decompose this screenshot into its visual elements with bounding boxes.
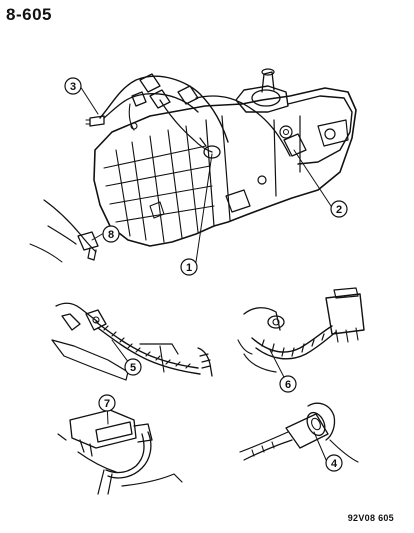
- detail-6-illustration: [237, 287, 365, 373]
- callout-1: 1: [180, 258, 198, 276]
- callout-4-label: 4: [331, 458, 338, 470]
- detail-4-illustration: [239, 402, 359, 463]
- callout-7-label: 7: [104, 398, 110, 410]
- callout-3-label: 3: [70, 81, 76, 93]
- transmission-illustration: [85, 68, 357, 247]
- callout-6-label: 6: [285, 379, 291, 391]
- page-number: 8-605: [6, 5, 52, 24]
- sensor-8-illustration: [29, 199, 99, 263]
- callout-2: 2: [330, 200, 348, 218]
- callout-3: 3: [64, 77, 82, 95]
- callout-6: 6: [279, 375, 297, 393]
- callout-1-label: 1: [186, 262, 192, 274]
- figure-code: 92V08 605: [347, 513, 394, 523]
- callout-2-label: 2: [336, 204, 342, 216]
- detail-7-illustration: [57, 409, 183, 495]
- callout-7: 7: [98, 394, 116, 412]
- callout-4: 4: [325, 454, 343, 472]
- callout-8: 8: [102, 225, 120, 243]
- callout-leaders: [79, 85, 334, 463]
- callout-5: 5: [124, 358, 142, 376]
- callout-8-label: 8: [108, 229, 114, 241]
- callout-5-label: 5: [130, 362, 136, 374]
- detail-5-illustration: [51, 302, 213, 381]
